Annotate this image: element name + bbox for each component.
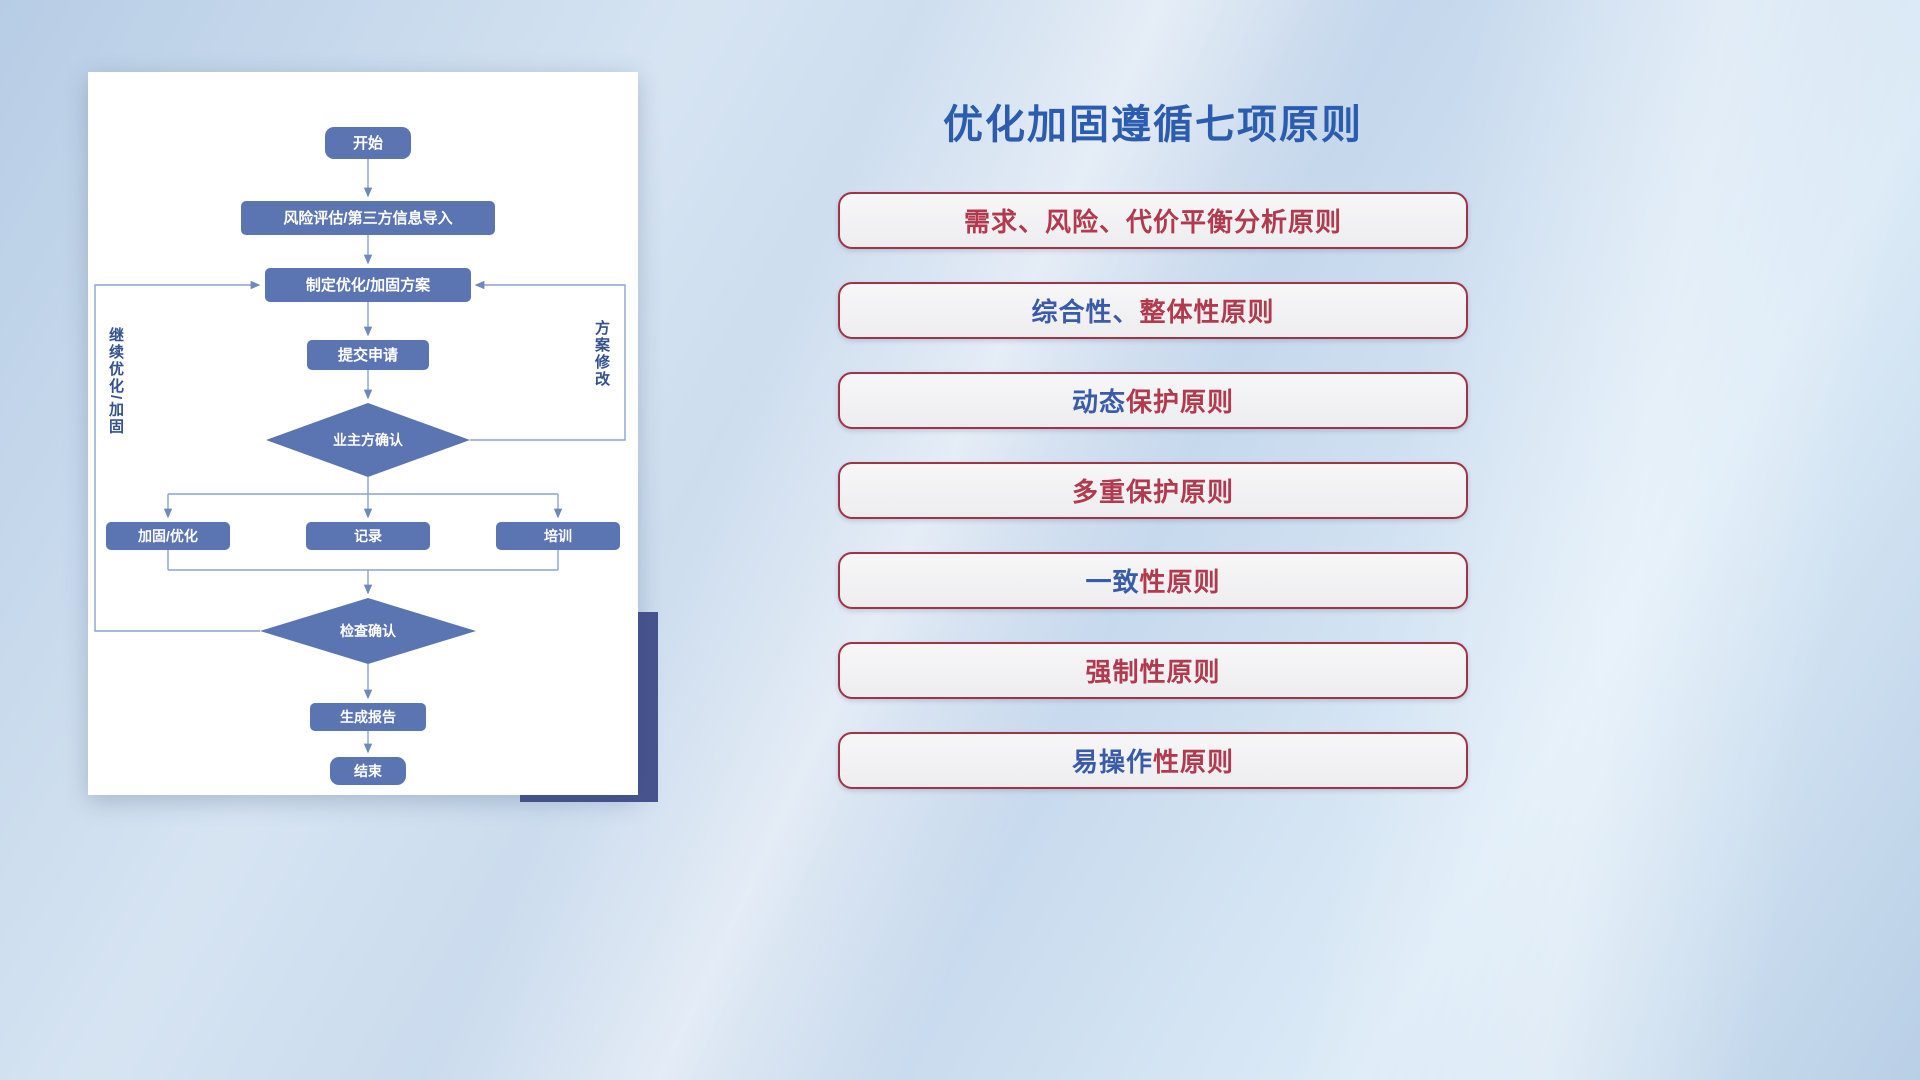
- principle-text-segment: 综合性、: [1031, 297, 1140, 327]
- node-start: 开始: [325, 127, 411, 159]
- principle-pill: 强制性原则: [838, 642, 1468, 699]
- principle-text-segment: 整体性原则: [1139, 297, 1275, 327]
- node-end: 结束: [330, 757, 406, 785]
- node-submit: 提交申请: [307, 340, 429, 370]
- principles-list: 需求、风险、代价平衡分析原则综合性、整体性原则动态保护原则多重保护原则一致性原则…: [838, 192, 1468, 789]
- principle-text-segment: 需求、风险、代价平衡分析原则: [963, 207, 1342, 237]
- principle-text-segment: 强制性原则: [1085, 657, 1221, 687]
- label-continue-loop: 继续优化/加固: [107, 327, 124, 436]
- node-report: 生成报告: [310, 703, 426, 731]
- principle-pill: 动态保护原则: [838, 372, 1468, 429]
- label-revise-loop: 方案修改: [593, 320, 610, 388]
- principle-text-segment: 动态: [1071, 387, 1126, 417]
- principle-pill: 多重保护原则: [838, 462, 1468, 519]
- node-make-plan: 制定优化/加固方案: [265, 268, 471, 302]
- flowchart-connectors: [94, 159, 626, 754]
- principle-text-segment: 多重保护原则: [1071, 477, 1234, 507]
- panel-title: 优化加固遵循七项原则: [943, 103, 1363, 147]
- node-reinforce: 加固/优化: [106, 522, 230, 550]
- principle-pill: 综合性、整体性原则: [838, 282, 1468, 339]
- principles-panel: 优化加固遵循七项原则 需求、风险、代价平衡分析原则综合性、整体性原则动态保护原则…: [838, 92, 1468, 822]
- node-risk-import: 风险评估/第三方信息导入: [241, 201, 495, 235]
- connector-lines: [94, 159, 626, 754]
- principle-pill: 一致性原则: [838, 552, 1468, 609]
- principle-pill: 需求、风险、代价平衡分析原则: [838, 192, 1468, 249]
- flowchart-card: 开始 风险评估/第三方信息导入 制定优化/加固方案 提交申请 业主方确认 加固/…: [88, 72, 638, 795]
- principle-text-segment: 易操作: [1071, 747, 1153, 777]
- principle-text-segment: 一致: [1085, 567, 1140, 597]
- principle-text-segment: 保护原则: [1126, 387, 1235, 417]
- node-record: 记录: [306, 522, 430, 550]
- principle-pill: 易操作性原则: [838, 732, 1468, 789]
- principle-text-segment: 性原则: [1153, 747, 1235, 777]
- principle-text-segment: 性原则: [1139, 567, 1221, 597]
- node-training: 培训: [496, 522, 620, 550]
